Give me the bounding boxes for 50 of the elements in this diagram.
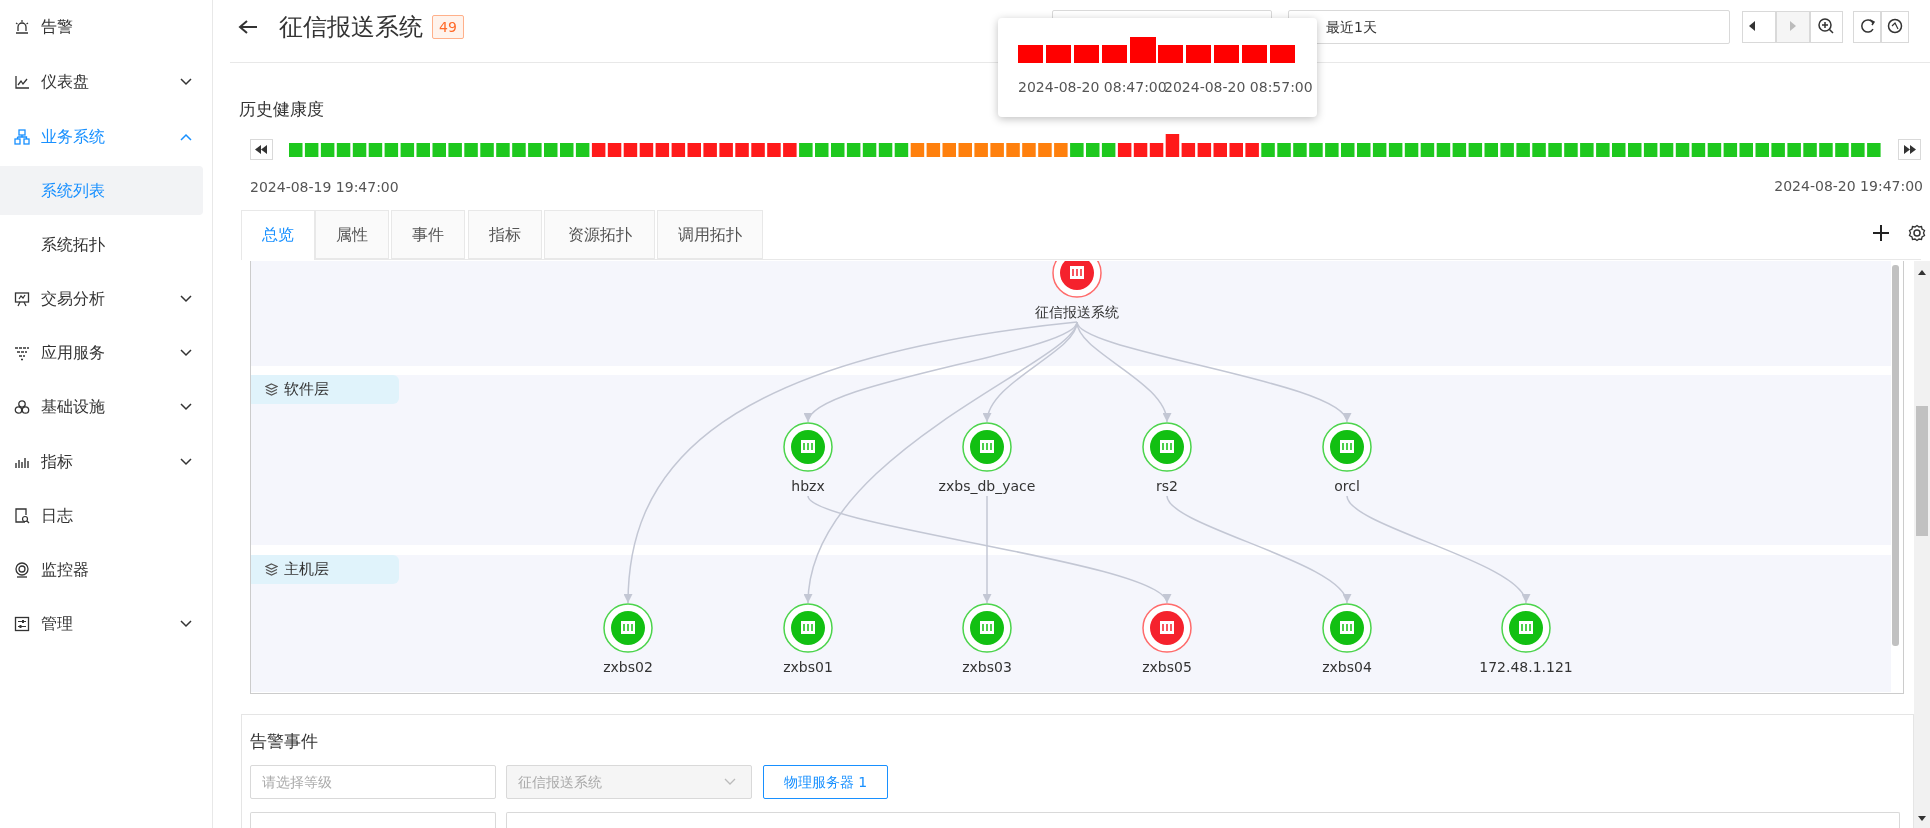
connector-arrow [982, 495, 992, 604]
section-heading: 历史健康度 [239, 98, 324, 122]
time-label: 2024-08-20 08:57:00 [1164, 77, 1313, 97]
time-label: 2024-08-20 08:47:00 [1018, 77, 1167, 97]
menu-item: 应用服务 [41, 342, 105, 364]
section-heading: 告警事件 [250, 730, 318, 754]
node-label: zxbs_db_yace [937, 477, 1037, 496]
menu-item: 业务系统 [41, 126, 105, 148]
time-range-field: 最近1天 [1288, 10, 1730, 44]
time-label: 2024-08-20 19:47:00 [1774, 177, 1923, 196]
menu-item: 交易分析 [41, 288, 105, 310]
node-label: orcl [1333, 477, 1361, 496]
node-label: zxbs01 [782, 658, 834, 677]
tab: 资源拓扑 [544, 210, 655, 259]
layer-band [251, 375, 1891, 545]
select-field: 请选择等级 [250, 765, 496, 799]
menu-item: 日志 [41, 505, 73, 527]
node-label: zxbs02 [602, 658, 654, 677]
menu-item: 指标 [41, 451, 73, 473]
time-label: 2024-08-19 19:47:00 [250, 177, 399, 197]
layer-label: 软件层 [284, 379, 329, 400]
node-label: 172.48.1.121 [1478, 658, 1574, 677]
menu-item: 监控器 [41, 559, 89, 581]
node-label: 征信报送系统 [1034, 303, 1120, 322]
node-label: rs2 [1155, 477, 1179, 496]
menu-item: 基础设施 [41, 396, 105, 418]
menu-item: 系统拓扑 [41, 234, 105, 256]
select-field: 征信报送系统 [506, 765, 752, 799]
tab: 属性 [315, 210, 389, 259]
layer-band [251, 555, 1891, 692]
node-label: zxbs05 [1141, 658, 1193, 677]
menu-item: 告警 [41, 16, 73, 38]
node-label: hbzx [790, 477, 826, 496]
node-label: zxbs03 [961, 658, 1013, 677]
tab: 总览 [241, 210, 315, 260]
connector-arrow [807, 321, 1078, 423]
connector-arrow [624, 321, 1078, 604]
menu-item: 仪表盘 [41, 71, 89, 93]
menu-item: 管理 [41, 613, 73, 635]
layer-label: 主机层 [284, 559, 329, 580]
node-label: zxbs04 [1321, 658, 1373, 677]
filter-button: 物理服务器 1 [763, 765, 888, 799]
tab: 调用拓扑 [657, 210, 763, 259]
menu-item: 系统列表 [41, 180, 105, 202]
connector-arrow [1346, 495, 1528, 604]
connector-arrow [1166, 495, 1349, 604]
count-badge: 49 [432, 15, 464, 39]
page-title: 征信报送系统 [279, 12, 423, 43]
tab: 指标 [468, 210, 542, 259]
tab: 事件 [391, 210, 465, 259]
